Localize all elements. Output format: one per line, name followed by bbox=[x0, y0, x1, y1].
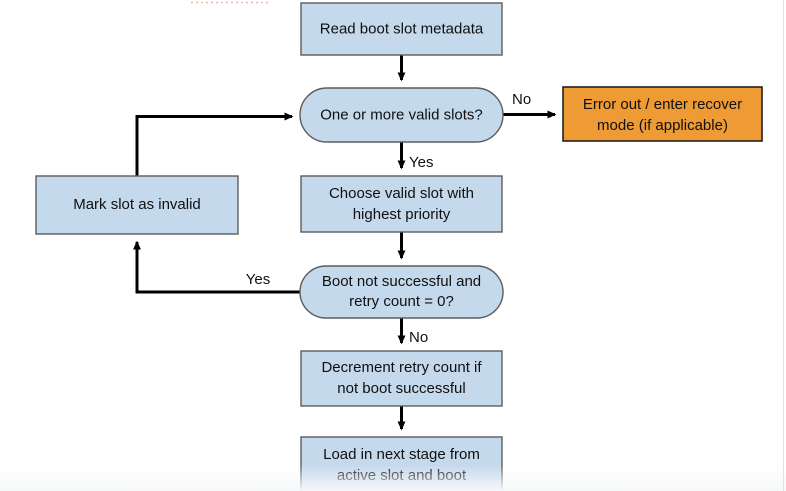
edge-label-no-retry-remaining: No bbox=[409, 329, 428, 346]
edge-label-yes-retry-exhausted: Yes bbox=[246, 271, 270, 288]
node-mark-slot-as-invalid[interactable]: Mark slot as invalid bbox=[35, 175, 239, 235]
node-label-line-1: Choose valid slot with bbox=[329, 185, 474, 202]
node-label-line-1: Decrement retry count if bbox=[321, 359, 482, 376]
node-label: Mark slot as invalid bbox=[73, 196, 201, 213]
node-label-line-2: mode (if applicable) bbox=[597, 117, 728, 134]
node-load-in-next-stage-from-active-slot-and-boot[interactable]: Load in next stage from active slot and … bbox=[300, 436, 503, 491]
edge-label-yes-valid-slots: Yes bbox=[409, 154, 433, 171]
edge-label-no-valid-slots: No bbox=[512, 91, 531, 108]
node-label-line-2: active slot and boot bbox=[337, 467, 467, 484]
node-boot-not-successful-and-retry-count-zero[interactable]: Boot not successful and retry count = 0? bbox=[299, 265, 504, 319]
node-label-line-1: Boot not successful and bbox=[322, 273, 481, 290]
page-right-rule bbox=[783, 0, 784, 491]
node-one-or-more-valid-slots[interactable]: One or more valid slots? bbox=[299, 87, 504, 143]
node-label-line-2: highest priority bbox=[353, 206, 451, 223]
node-decrement-retry-count-if-not-boot-successful[interactable]: Decrement retry count if not boot succes… bbox=[300, 350, 503, 407]
node-error-out-enter-recover-mode[interactable]: Error out / enter recover mode (if appli… bbox=[562, 86, 763, 142]
node-label-line-2: retry count = 0? bbox=[349, 293, 454, 310]
node-choose-valid-slot-with-highest-priority[interactable]: Choose valid slot with highest priority bbox=[300, 175, 503, 233]
edge-mark-invalid-to-valid-slots bbox=[135, 112, 294, 176]
node-label-line-1: Load in next stage from bbox=[323, 446, 480, 463]
node-label: Read boot slot metadata bbox=[320, 20, 484, 37]
node-label: One or more valid slots? bbox=[320, 106, 483, 123]
node-read-boot-slot-metadata[interactable]: Read boot slot metadata bbox=[300, 2, 503, 56]
edge-boot-check-yes-to-mark-invalid bbox=[133, 240, 300, 294]
node-label-line-1: Error out / enter recover bbox=[583, 96, 742, 113]
node-label-line-2: not boot successful bbox=[337, 380, 465, 397]
